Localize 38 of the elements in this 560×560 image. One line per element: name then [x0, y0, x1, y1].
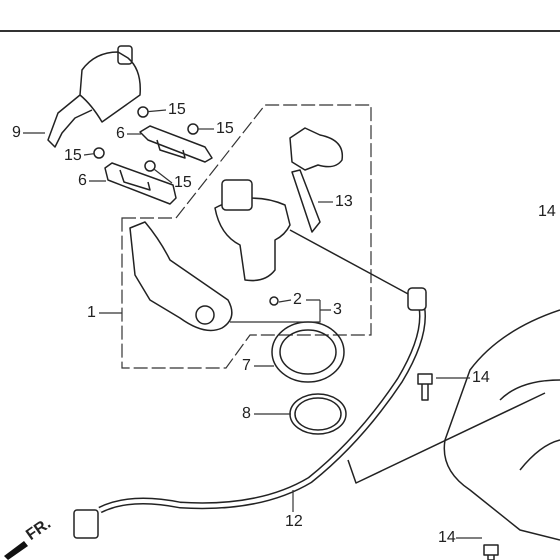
callout-number: 13	[335, 194, 353, 210]
leader-line	[89, 180, 106, 182]
callout-number: 12	[285, 514, 303, 530]
nut-icon	[144, 160, 156, 172]
leader-line	[229, 299, 332, 323]
leader-line	[84, 153, 94, 156]
leader-line	[292, 490, 294, 512]
leader-line	[198, 128, 214, 130]
leader-line	[99, 312, 122, 314]
callout-number: 6	[116, 126, 125, 142]
callout-number: 2	[293, 292, 302, 308]
leader-line	[154, 168, 172, 184]
leader-line	[436, 377, 470, 379]
callout-number: 15	[168, 102, 186, 118]
leader-line	[127, 133, 141, 135]
callout-number: 15	[64, 148, 82, 164]
callout-number: 15	[216, 121, 234, 137]
nut-icon	[137, 106, 149, 118]
nut-icon	[187, 123, 199, 135]
callout-number: 8	[242, 406, 251, 422]
callout-number: 14	[538, 204, 556, 220]
leader-line	[254, 365, 274, 367]
nut-icon	[93, 147, 105, 159]
leader-line	[456, 537, 482, 539]
direction-label: FR.	[24, 516, 54, 544]
leader-line	[23, 132, 45, 134]
leader-line	[318, 201, 333, 203]
callout-number: 6	[78, 173, 87, 189]
callout-number: 7	[242, 358, 251, 374]
callout-number: 15	[174, 175, 192, 191]
leader-line	[148, 109, 166, 112]
leader-line	[278, 299, 292, 303]
callout-number: 3	[333, 302, 342, 318]
callout-number: 14	[472, 370, 490, 386]
callout-number: 14	[438, 530, 456, 546]
callout-number: 9	[12, 125, 21, 141]
callout-number: 1	[87, 305, 96, 321]
leader-line	[254, 413, 291, 415]
